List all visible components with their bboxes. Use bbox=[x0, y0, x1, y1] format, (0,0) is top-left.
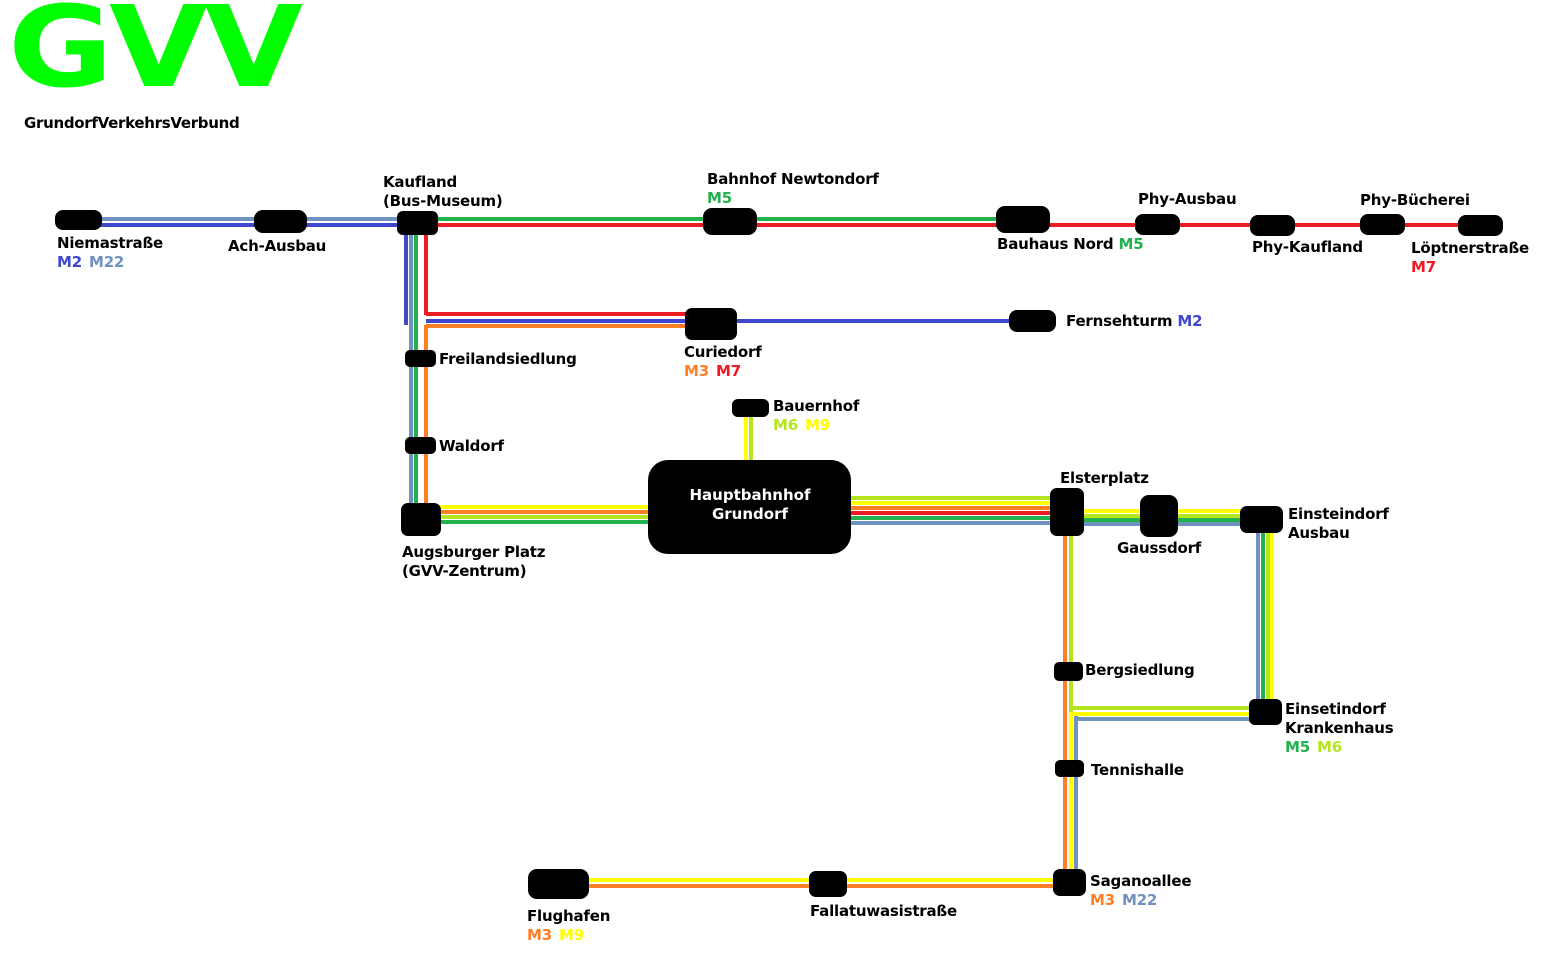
station-marker-hauptbahnhof[interactable] bbox=[648, 460, 851, 554]
station-marker-loeptnerstrasse[interactable] bbox=[1458, 215, 1503, 236]
station-marker-gaussdorf[interactable] bbox=[1140, 495, 1178, 537]
station-label-loeptnerstrasse[interactable]: Löptnerstraße M7 bbox=[1411, 239, 1530, 276]
line-badge-m6: M6 bbox=[773, 416, 798, 434]
station-marker-einsteindorf-krankenhaus[interactable] bbox=[1249, 699, 1282, 725]
station-label-phy-ausbau[interactable]: Phy-Ausbau bbox=[1138, 190, 1237, 208]
station-marker-bahnhof-newtondorf[interactable] bbox=[703, 208, 757, 235]
line-badge-m5: M5 bbox=[1118, 235, 1144, 253]
station-marker-kaufland[interactable] bbox=[397, 211, 438, 235]
station-marker-waldorf[interactable] bbox=[405, 437, 436, 454]
station-marker-fallatuwasistrasse[interactable] bbox=[809, 871, 847, 897]
station-label-bahnhof-newtondorf[interactable]: Bahnhof Newtondorf M5 bbox=[707, 170, 879, 207]
station-marker-bauernhof[interactable] bbox=[732, 399, 769, 417]
line-badge-m3: M3 bbox=[1090, 891, 1115, 909]
station-marker-bauhaus-nord[interactable] bbox=[996, 206, 1050, 233]
station-label-hauptbahnhof[interactable]: Hauptbahnhof Grundorf bbox=[689, 486, 811, 523]
station-label-bergsiedlung[interactable]: Bergsiedlung bbox=[1085, 661, 1195, 679]
line-badge-m6: M6 bbox=[1316, 738, 1342, 756]
station-markers bbox=[55, 206, 1503, 899]
station-label-elsterplatz[interactable]: Elsterplatz bbox=[1060, 469, 1149, 487]
station-marker-phy-kaufland[interactable] bbox=[1250, 215, 1295, 236]
station-label-fallatuwasistrasse[interactable]: Fallatuwasistraße bbox=[810, 902, 957, 920]
station-marker-augsburger-platz[interactable] bbox=[401, 503, 441, 536]
station-marker-saganoallee[interactable] bbox=[1053, 869, 1086, 896]
line-badge-m3: M3 bbox=[527, 926, 552, 944]
station-label-augsburger-platz[interactable]: Augsburger Platz (GVV-Zentrum) bbox=[402, 543, 546, 580]
station-marker-freilandsiedlung[interactable] bbox=[405, 350, 436, 367]
station-marker-tennishalle[interactable] bbox=[1055, 760, 1084, 777]
gvv-logo: GVV bbox=[8, 0, 303, 114]
line-badge-m9: M9 bbox=[804, 416, 830, 434]
logo-subtitle: GrundorfVerkehrsVerbund bbox=[24, 114, 240, 132]
line-badge-m9: M9 bbox=[558, 926, 584, 944]
line-badge-m3: M3 bbox=[684, 362, 709, 380]
station-label-kaufland[interactable]: Kaufland (Bus-Museum) bbox=[383, 173, 503, 210]
station-marker-bergsiedlung[interactable] bbox=[1054, 662, 1083, 681]
line-badge-m2: M2 bbox=[1177, 312, 1203, 330]
station-marker-fernsehturm[interactable] bbox=[1009, 310, 1056, 332]
station-label-bauhaus-nord[interactable]: Bauhaus Nord M5 bbox=[997, 235, 1144, 253]
station-label-waldorf[interactable]: Waldorf bbox=[439, 437, 504, 455]
station-marker-curiedorf[interactable] bbox=[685, 308, 737, 340]
line-badge-m5: M5 bbox=[707, 189, 732, 207]
station-marker-phy-ausbau[interactable] bbox=[1135, 214, 1180, 235]
line-badge-m2: M2 bbox=[57, 253, 82, 271]
station-marker-einsteindorf-ausbau[interactable] bbox=[1240, 506, 1283, 533]
line-badge-m7: M7 bbox=[715, 362, 741, 380]
station-label-ach-ausbau[interactable]: Ach-Ausbau bbox=[228, 237, 327, 255]
station-label-freilandsiedlung[interactable]: Freilandsiedlung bbox=[439, 350, 577, 368]
station-marker-elsterplatz[interactable] bbox=[1050, 488, 1084, 536]
station-label-phy-kaufland[interactable]: Phy-Kaufland bbox=[1252, 238, 1363, 256]
line-badge-m22: M22 bbox=[1121, 891, 1158, 909]
station-marker-flughafen[interactable] bbox=[528, 869, 589, 899]
station-marker-niemastrasse[interactable] bbox=[55, 210, 102, 230]
line-badge-m5: M5 bbox=[1285, 738, 1310, 756]
line-badge-m22: M22 bbox=[88, 253, 125, 271]
station-label-fernsehturm[interactable]: Fernsehturm M2 bbox=[1066, 312, 1203, 330]
line-badge-m7: M7 bbox=[1411, 258, 1436, 276]
station-label-phy-buecherei[interactable]: Phy-Bücherei bbox=[1360, 191, 1470, 209]
station-marker-phy-buecherei[interactable] bbox=[1360, 214, 1405, 235]
station-marker-ach-ausbau[interactable] bbox=[254, 210, 307, 233]
station-label-tennishalle[interactable]: Tennishalle bbox=[1091, 761, 1184, 779]
station-label-gaussdorf[interactable]: Gaussdorf bbox=[1117, 539, 1202, 557]
station-label-einsteindorf-ausbau[interactable]: Einsteindorf Ausbau bbox=[1288, 505, 1389, 542]
